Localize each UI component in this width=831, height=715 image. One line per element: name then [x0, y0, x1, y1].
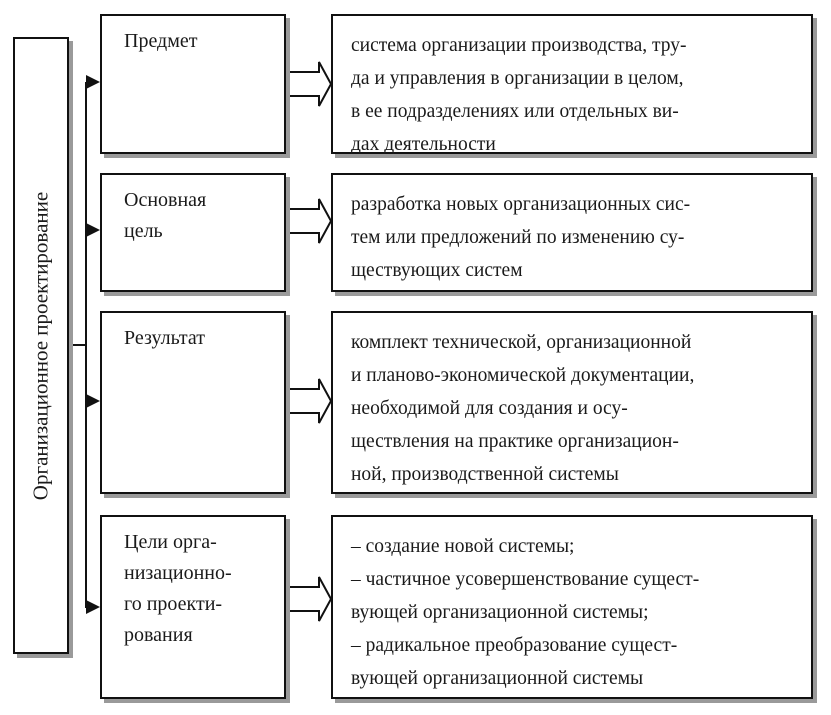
category-box-design-goals: Цели орга- низационно- го проекти- рован… [100, 515, 286, 699]
block-arrow-4 [285, 576, 333, 622]
root-box: Организационное проектирование [13, 37, 69, 654]
category-label: Основная [124, 189, 207, 211]
description-line: ществующих систем [351, 260, 523, 281]
arrow-head-3 [86, 394, 100, 408]
category-box-subject: Предмет [100, 14, 286, 154]
description-line: да и управления в организации в целом, [351, 68, 684, 89]
description-line: ществления на практике организацион- [351, 431, 679, 452]
description-line: – радикальное преобразование сущест- [351, 635, 678, 656]
description-line: вующей организационной системы; [351, 602, 649, 623]
description-line: – создание новой системы; [351, 536, 575, 557]
description-line: дах деятельности [351, 134, 496, 155]
description-line: в ее подразделениях или отдельных ви- [351, 101, 679, 122]
arrow-head-1 [86, 75, 100, 89]
category-label: го проекти- [124, 593, 223, 615]
description-line: необходимой для создания и осу- [351, 398, 628, 419]
block-arrow-2 [285, 198, 333, 244]
arrow-head-2 [86, 223, 100, 237]
description-line: ной, производственной системы [351, 464, 619, 485]
arrow-head-4 [86, 600, 100, 614]
description-line: разработка новых организационных сис- [351, 194, 691, 215]
description-line: тем или предложений по изменению су- [351, 227, 685, 248]
category-label: низационно- [124, 562, 232, 584]
description-line: вующей организационной системы [351, 668, 644, 689]
description-box-result: комплект технической, организационной и … [331, 311, 813, 494]
block-arrow-3 [285, 378, 333, 424]
description-line: и планово-экономической документации, [351, 365, 695, 386]
category-label: Результат [124, 327, 206, 349]
description-line: система организации производства, тру- [351, 35, 687, 56]
category-box-main-goal: Основная цель [100, 173, 286, 292]
description-box-design-goals: – создание новой системы; – частичное ус… [331, 515, 813, 699]
category-label: рования [124, 624, 193, 646]
category-label: цель [124, 220, 163, 242]
category-box-result: Результат [100, 311, 286, 494]
description-line: – частичное усовершенствование сущест- [351, 569, 700, 590]
description-box-subject: система организации производства, тру- д… [331, 14, 813, 155]
category-label: Цели орга- [124, 531, 217, 553]
category-label: Предмет [124, 30, 198, 52]
description-line: комплект технической, организационной [351, 332, 692, 353]
root-label: Организационное проектирование [28, 191, 53, 500]
block-arrow-1 [285, 61, 333, 107]
description-box-main-goal: разработка новых организационных сис- те… [331, 173, 813, 292]
